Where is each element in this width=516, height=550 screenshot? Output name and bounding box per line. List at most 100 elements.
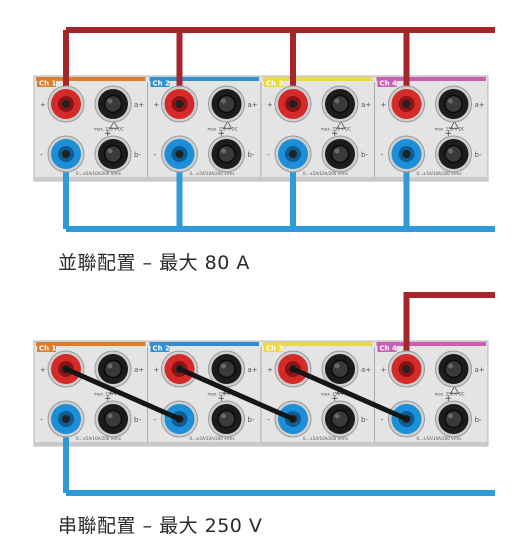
series-ch4-out-mark-a: a+ [475,366,485,374]
parallel-ch3-negative-terminal [274,135,312,173]
series-configuration: Ch 1+-+max. 250 V DC0…±5A/10A/200 Vrmsa+… [33,292,495,496]
parallel-ch1-positive-terminal-hole [62,100,70,108]
parallel-ch1-out-mark-b: b- [134,151,141,159]
parallel-ch4-aux-top-terminal-glint [448,98,453,104]
parallel-panel-shadow [34,177,488,181]
parallel-ch2-spec-bottom: 0…±5A/10A/200 Vrms [190,171,235,176]
series-ch3-aux-top-terminal-glint [334,363,340,369]
parallel-ch3-aux-top-terminal-glint [334,98,340,104]
series-ch3-plus-mark: + [267,366,273,374]
series-ch3-aux-bottom-terminal-socket [330,409,350,429]
parallel-ch4-aux-top-terminal-socket [444,94,463,114]
parallel-ch2-aux-top-terminal-glint [221,98,226,104]
parallel-ch3-minus-mark: - [267,150,270,159]
series-ch4-aux-top-terminal [435,350,472,388]
parallel-ch1-negative-terminal-hole [62,150,70,158]
parallel-ch3-aux-bottom-terminal [321,135,359,173]
series-ch4-label: Ch 4 [380,345,398,353]
parallel-ch4-plus-mark: + [381,101,387,109]
parallel-caption: 並聯配置 – 最大 80 A [58,252,250,274]
parallel-ch3-tab [264,77,283,87]
parallel-ch4-positive-terminal-hole [402,100,411,108]
parallel-ch2-plus-mark: + [154,101,160,109]
series-ch3-out-mark-a: a+ [361,366,371,374]
series-ch4-aux-bottom-terminal-glint [448,413,453,419]
parallel-ch4-aux-bottom-terminal [435,135,472,173]
series-ch1-plus-mark: + [40,366,46,374]
series-ch2-out-mark-b: b- [248,416,255,424]
series-ch2-minus-mark: - [154,415,157,424]
parallel-ch3-aux-bottom-terminal-glint [334,148,340,154]
parallel-ch2-out-mark-a: a+ [248,101,258,109]
parallel-ch4-aux-bottom-terminal-socket [444,144,463,164]
series-ch4-strip [376,342,486,346]
parallel-ch1-plus-mark: + [40,101,46,109]
parallel-ch4-tab [377,77,397,87]
series-ch3-aux-bottom-terminal [321,400,359,438]
series-ch3-label: Ch 3 [266,345,284,353]
series-ch4-aux-top-terminal-socket [444,359,463,379]
series-ch1-tab [37,342,56,352]
series-ch3-minus-mark: - [267,415,270,424]
series-ch1-aux-top-terminal-socket [103,359,123,379]
parallel-ch3-positive-terminal [274,85,312,123]
parallel-ch1-minus-mark: - [40,150,43,159]
parallel-ch3-plus-b: + [331,129,339,139]
series-ch3-spec-bottom: 0…±5A/10A/200 Vrms [303,436,348,441]
series-ch1-out-mark-a: a+ [134,366,144,374]
parallel-ch1-aux-top-terminal-glint [107,98,113,104]
parallel-ch3-spec-top: max. 250 V DC [321,127,351,132]
parallel-ch4-plus-b: + [445,129,453,139]
parallel-ch2-aux-bottom-terminal-socket [217,144,236,164]
parallel-ch1-aux-top-terminal [94,85,132,123]
series-ch4-plus-b: + [445,394,453,404]
parallel-ch2-aux-bottom-terminal-glint [221,148,226,154]
parallel-ch3-aux-top-terminal [321,85,359,123]
series-ch1-minus-mark: - [40,415,43,424]
parallel-ch2-tab [150,77,170,87]
series-ch3-aux-bottom-terminal-glint [334,413,340,419]
parallel-ch4-out-mark-b: b- [475,151,482,159]
series-ch1-aux-top-terminal-glint [107,363,113,369]
parallel-ch4-label: Ch 4 [380,80,398,88]
parallel-ch1-strip [36,77,146,81]
series-ch4-aux-top-terminal-glint [448,363,453,369]
series-ch2-plus-b: + [218,394,226,404]
parallel-ch1-aux-bottom-terminal-glint [107,148,113,154]
series-link-ch2-to-ch3 [177,366,296,422]
parallel-ch2-positive-terminal [161,85,198,123]
parallel-ch3-warning-icon [336,120,346,129]
series-ch2-strip [149,342,259,346]
series-ch1-aux-bottom-terminal-socket [103,409,123,429]
series-ch1-aux-bottom-terminal-glint [107,413,113,419]
parallel-ch4-warning-icon [449,120,460,129]
parallel-ch2-aux-top-terminal [208,85,245,123]
series-ch3-plus-b: + [331,394,339,404]
parallel-ch1-spec-top: max. 250 V DC [94,127,124,132]
series-ch4-spec-bottom: 0…±5A/10A/200 Vrms [417,436,462,441]
series-ch2-spec-bottom: 0…±5A/10A/200 Vrms [190,436,235,441]
series-ch2-label: Ch 2 [153,345,171,353]
series-ch4-warning-icon [449,385,460,394]
parallel-ch1-positive-terminal [47,85,85,123]
parallel-ch3-label: Ch 3 [266,80,284,88]
series-ch1-strip [36,342,146,346]
parallel-ch4-aux-bottom-terminal-glint [448,148,453,154]
series-ch2-spec-top: max. 250 V DC [208,392,238,397]
series-ch1-out-mark-b: b- [134,416,141,424]
parallel-ch1-label: Ch 1 [39,80,57,88]
parallel-ch4-spec-top: max. 250 V DC [435,127,465,132]
series-ch4-out-mark-b: b- [475,416,482,424]
parallel-ch3-aux-top-terminal-socket [330,94,350,114]
series-ch2-tab [150,342,170,352]
series-panel-shadow [34,442,488,446]
series-ch1-aux-bottom-terminal [94,400,132,438]
parallel-ch1-aux-top-terminal-socket [103,94,123,114]
parallel-ch3-out-mark-b: b- [361,151,368,159]
parallel-configuration: Ch 1+-+max. 250 V DC0…±5A/10A/200 Vrmsa+… [33,27,495,232]
parallel-ch2-spec-top: max. 250 V DC [208,127,238,132]
parallel-ch3-out-mark-a: a+ [361,101,371,109]
parallel-ch4-positive-terminal [388,85,425,123]
series-ch1-spec-bottom: 0…±5A/10A/200 Vrms [76,436,121,441]
